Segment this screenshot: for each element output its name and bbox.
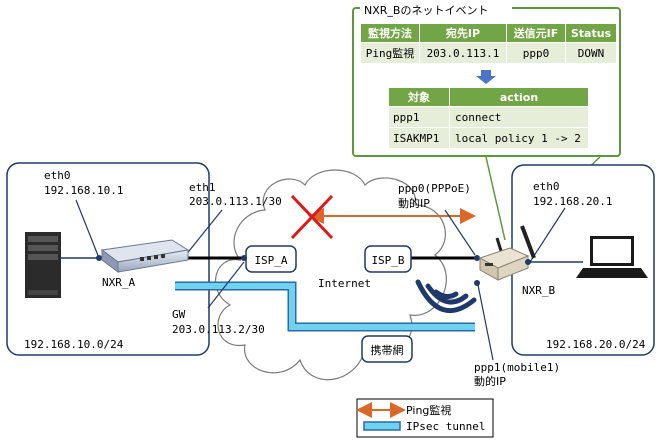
failure-x-icon <box>290 194 334 240</box>
event-panel-title: NXR_Bのネットイベント <box>364 4 488 17</box>
monitor-cell-src-if: ppp0 <box>523 47 550 60</box>
action-table: 対象 action ppp1 connect ISAKMP1 local pol… <box>389 88 588 148</box>
nxr-b-ppp0-label: ppp0(PPPoE) <box>398 182 471 195</box>
nxr-b-eth0-label: eth0 <box>533 180 560 193</box>
action-header-target: 対象 <box>407 90 430 104</box>
monitor-header-status: Status <box>571 27 612 40</box>
nxr-a-eth1-label: eth1 <box>189 181 216 194</box>
internet-label: Internet <box>318 277 371 290</box>
action-row2-action: local policy 1 -> 2 <box>455 132 581 145</box>
nxr-b-label: NXR_B <box>522 284 555 297</box>
nxr-b-ppp0-ip: 動的IP <box>398 196 430 210</box>
nxr-a-router-icon <box>100 239 190 273</box>
legend-tunnel-swatch <box>363 421 401 431</box>
isp-a-label: ISP_A <box>254 254 287 267</box>
nxr-a-eth1-ip: 203.0.113.1/30 <box>189 195 282 208</box>
action-row1-target: ppp1 <box>393 111 420 124</box>
action-row2-target: ISAKMP1 <box>393 132 439 145</box>
monitor-cell-dest: 203.0.113.1 <box>427 47 500 60</box>
gw-ip: 203.0.113.2/30 <box>172 323 265 336</box>
legend-ping-label: Ping監視 <box>406 403 451 417</box>
isp-a-node: ISP_A <box>245 245 297 273</box>
lan-b-box: eth0 192.168.20.1 192.168.20.0/24 <box>511 164 655 356</box>
monitor-header-dest: 宛先IP <box>445 26 480 40</box>
nxr-b-router-icon <box>478 225 536 281</box>
monitor-table: 監視方法 宛先IP 送信元IF Status Ping監視 203.0.113.… <box>361 24 616 63</box>
server-icon <box>25 232 61 298</box>
ipsec-tunnel <box>175 281 475 332</box>
nxr-a-label: NXR_A <box>102 276 135 289</box>
event-panel: NXR_Bのネットイベント 監視方法 宛先IP 送信元IF Status Pin… <box>352 2 621 241</box>
lan-b-subnet: 192.168.20.0/24 <box>546 338 646 351</box>
mobile-network-label: 携帯網 <box>371 343 404 357</box>
isp-b-label: ISP_B <box>371 254 404 267</box>
nxr-b-ppp1-label: ppp1(mobile1) <box>474 361 560 374</box>
nxr-b-ppp1-ip: 動的IP <box>474 374 506 388</box>
lan-a-subnet: 192.168.10.0/24 <box>24 338 124 351</box>
mobile-network-node: 携帯網 <box>361 335 413 363</box>
action-header-action: action <box>500 91 538 104</box>
monitor-header-method: 監視方法 <box>368 26 412 40</box>
legend: Ping監視 IPsec tunnel <box>356 398 494 438</box>
monitor-header-src-if: 送信元IF <box>513 26 559 40</box>
legend-tunnel-label: IPsec tunnel <box>406 420 485 433</box>
laptop-icon <box>576 236 648 278</box>
down-arrow-icon <box>476 70 496 84</box>
monitor-cell-status: DOWN <box>578 47 605 60</box>
wireless-signal-icon <box>415 279 477 314</box>
isp-b-node: ISP_B <box>364 245 412 273</box>
gw-label: GW <box>172 308 186 321</box>
nxr-b-eth0-ip: 192.168.20.1 <box>533 195 612 208</box>
nxr-a-eth0-ip: 192.168.10.1 <box>44 184 123 197</box>
monitor-cell-method: Ping監視 <box>366 46 415 60</box>
nxr-a-eth0-label: eth0 <box>44 169 71 182</box>
action-row1-action: connect <box>455 111 501 124</box>
